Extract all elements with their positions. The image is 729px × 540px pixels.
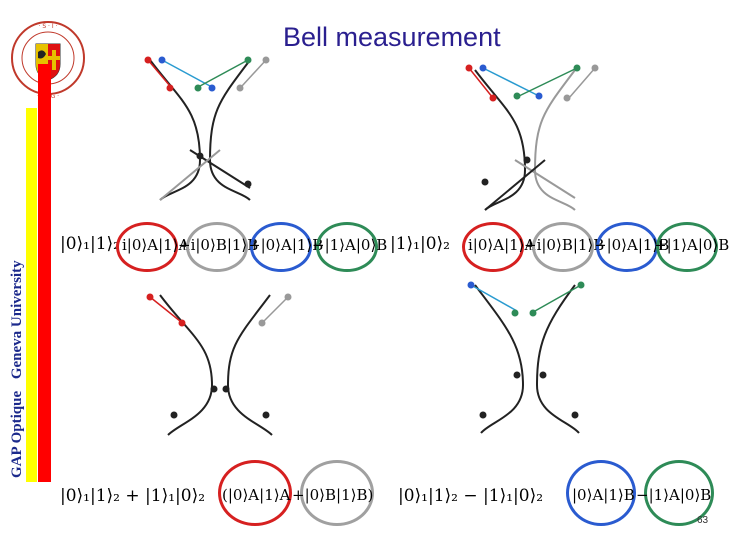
svg-text:· S · I ·: · S · I ·	[39, 23, 58, 30]
affiliation-gap: GAP Optique	[9, 390, 25, 478]
term-top-right-4: +|1⟩A|0⟩B	[654, 236, 729, 254]
term-bottom-left-2: +|0⟩B|1⟩B)	[292, 486, 374, 504]
ring-blue-top-left	[250, 222, 312, 272]
term-top-left-1: i|0⟩A|1⟩A	[122, 236, 190, 254]
state-top-right: |1⟩₁|0⟩₂	[390, 234, 450, 254]
ring-green-bottom-right	[644, 460, 714, 526]
beam-splitter-diagram-top-right	[465, 64, 599, 211]
term-bottom-right-1: |0⟩A|1⟩B	[572, 486, 635, 504]
state-bottom-left: |0⟩₁|1⟩₂ + |1⟩₁|0⟩₂	[60, 486, 206, 506]
term-top-left-4: −|1⟩A|0⟩B	[312, 236, 388, 254]
ring-gray-top-right	[532, 222, 594, 272]
ring-gray-bottom-left	[300, 460, 374, 526]
ring-red-bottom-left	[218, 460, 292, 526]
beam-splitter-diagram-bottom-left	[146, 293, 292, 436]
red-sidebar-stripe	[38, 64, 51, 482]
ring-green-top-left	[316, 222, 378, 272]
affiliation-university: Geneva University	[9, 260, 25, 380]
yellow-sidebar-stripe	[26, 108, 37, 482]
term-top-right-1: i|0⟩A|1⟩A	[468, 236, 536, 254]
term-top-left-2: +i|0⟩B|1⟩B	[178, 236, 259, 254]
term-top-left-3: +|0⟩A|1⟩B	[248, 236, 324, 254]
slide-title: Bell measurement	[283, 22, 501, 52]
ring-green-top-right	[656, 222, 718, 272]
term-top-right-3: −|0⟩A|1⟩B	[594, 236, 670, 254]
ring-blue-bottom-right	[566, 460, 636, 526]
ring-red-top-left	[116, 222, 178, 272]
vertical-affiliation-text: GAP Optique Geneva University	[6, 178, 28, 478]
beam-splitter-diagram-top-left	[144, 56, 270, 201]
ring-red-top-right	[462, 222, 524, 272]
term-bottom-right-2: −|1⟩A|0⟩B	[636, 486, 712, 504]
term-top-right-2: +i|0⟩B|1⟩B	[524, 236, 605, 254]
state-bottom-right: |0⟩₁|1⟩₂ − |1⟩₁|0⟩₂	[398, 486, 544, 506]
beam-splitter-diagram-bottom-right	[467, 281, 585, 434]
page-number: 63	[697, 515, 709, 526]
state-top-left: |0⟩₁|1⟩₂	[60, 234, 120, 254]
ring-gray-top-left	[186, 222, 248, 272]
term-bottom-left-1: (|0⟩A|1⟩A	[222, 486, 291, 504]
